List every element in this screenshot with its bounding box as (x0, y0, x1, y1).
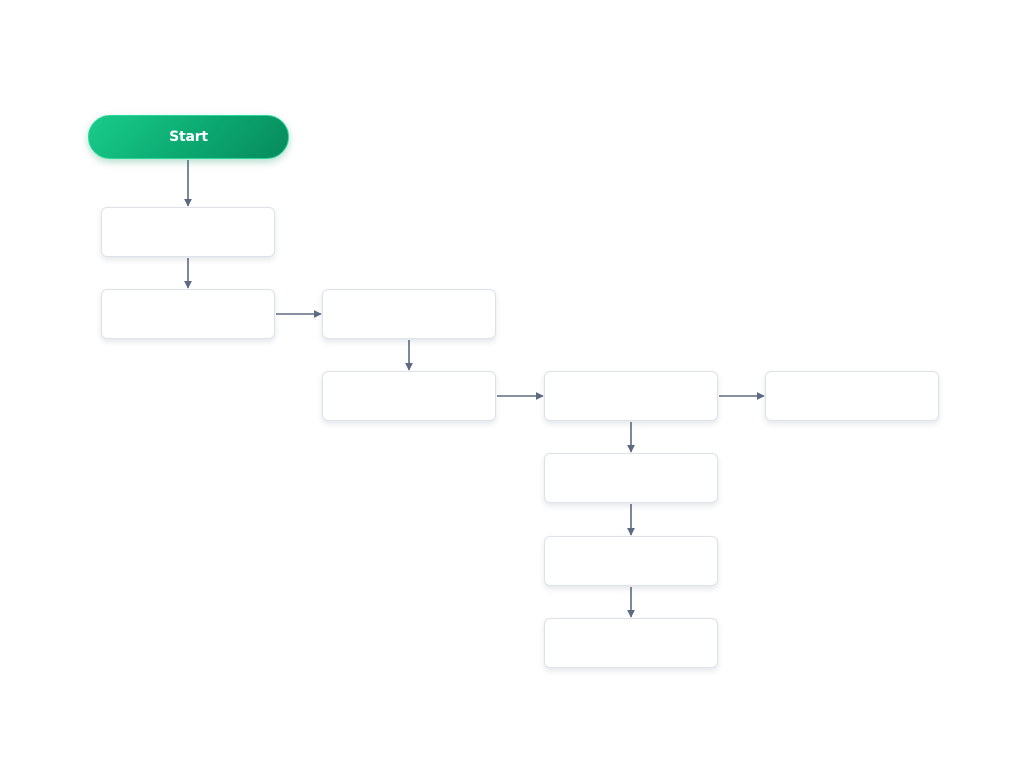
process-step-7[interactable] (544, 453, 718, 503)
process-step-4[interactable] (322, 371, 496, 421)
process-step-9[interactable] (544, 618, 718, 668)
process-step-1[interactable] (101, 207, 275, 257)
start-node-label: Start (169, 129, 208, 145)
process-step-8[interactable] (544, 536, 718, 586)
process-step-5[interactable] (544, 371, 718, 421)
process-step-2[interactable] (101, 289, 275, 339)
process-step-6[interactable] (765, 371, 939, 421)
process-step-3[interactable] (322, 289, 496, 339)
start-node[interactable]: Start (88, 115, 289, 159)
